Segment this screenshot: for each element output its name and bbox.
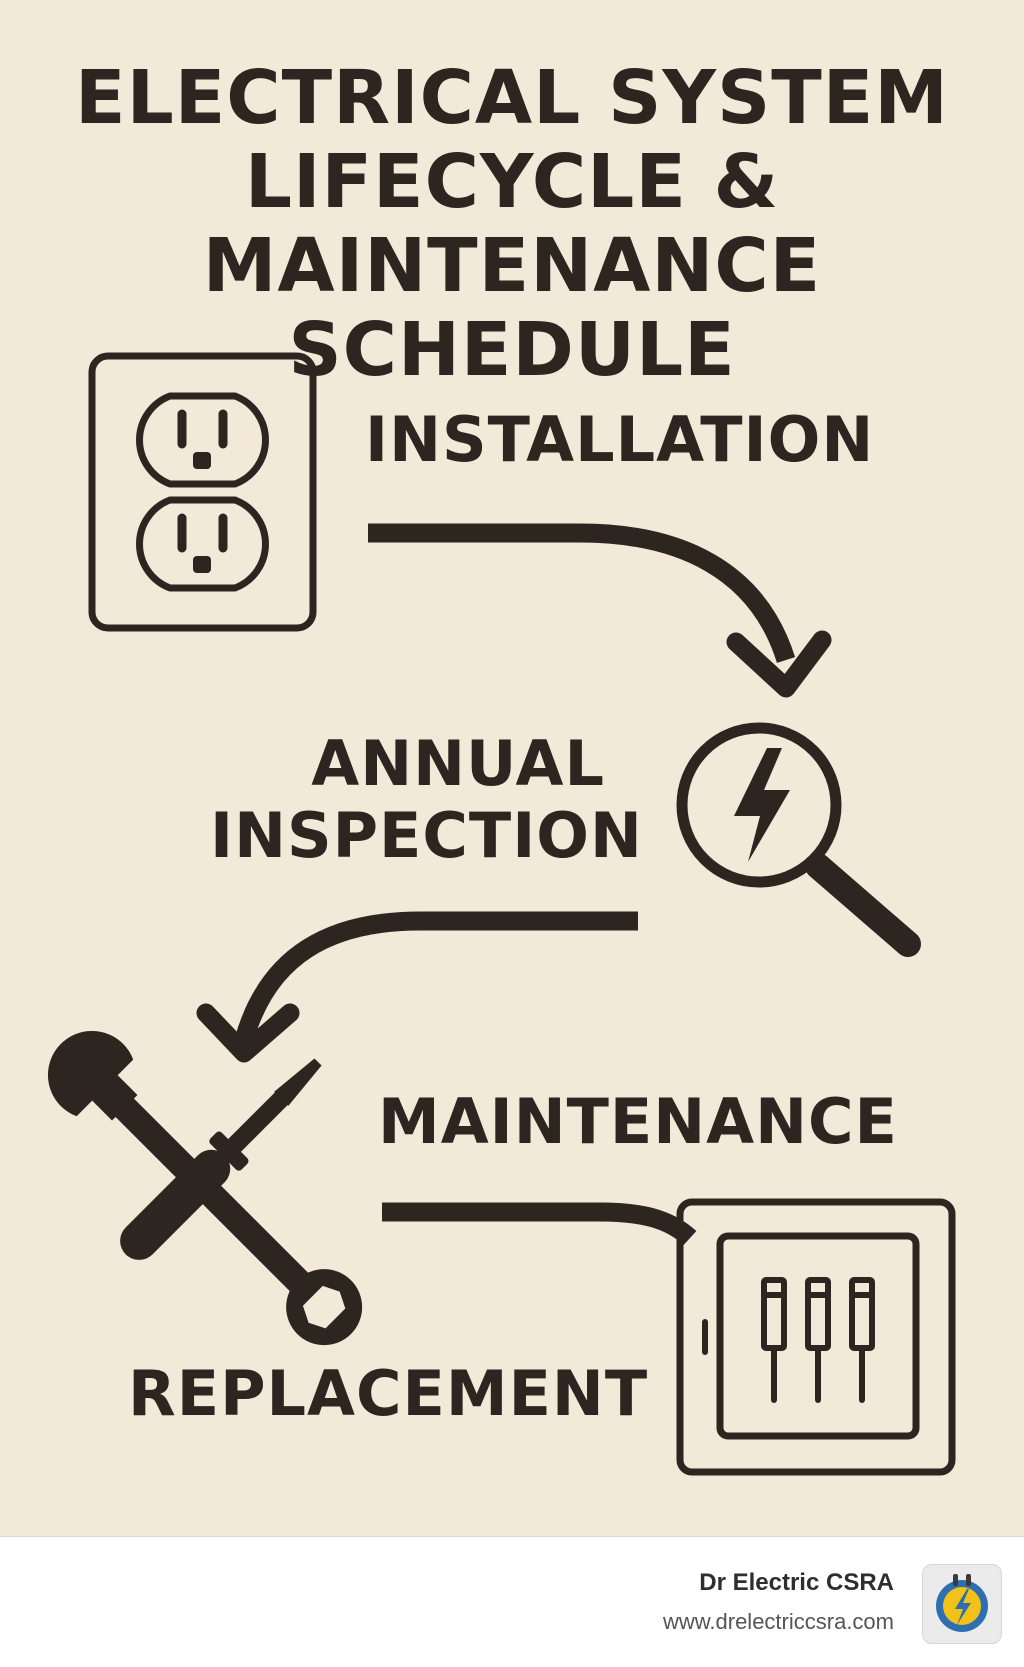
brand-url-link[interactable]: www.drelectriccsra.com [662,1609,894,1634]
page-title: ELECTRICAL SYSTEM LIFECYCLE & MAINTENANC… [0,56,1024,392]
stage-label-installation: INSTALLATION [365,403,875,476]
arrow-to-replacement [382,1202,697,1246]
title-line-3: MAINTENANCE SCHEDULE [202,223,822,393]
stage-label-inspection-line-2: INSPECTION [210,799,643,872]
title-line-2: LIFECYCLE & [244,139,780,225]
stage-label-maintenance: MAINTENANCE [378,1085,898,1158]
stage-label-replacement: REPLACEMENT [128,1357,649,1430]
outlet-icon [88,352,317,632]
title-line-1: ELECTRICAL SYSTEM [75,55,949,141]
poster: ELECTRICAL SYSTEM LIFECYCLE & MAINTENANC… [0,56,1024,1476]
breaker-panel-icon [676,1198,956,1476]
brand-name[interactable]: Dr Electric CSRA [699,1569,894,1596]
magnifier-lightning-icon [676,722,921,957]
lifecycle-diagram [47,352,956,1476]
wrench-screwdriver-icon [47,1030,363,1346]
footer: Dr Electric CSRA www.drelectriccsra.com [0,1536,1024,1667]
arrow-to-maintenance [196,911,638,1063]
stage-label-inspection-line-1: ANNUAL [311,727,605,800]
arrow-to-inspection [368,523,832,698]
stage-label-annual-inspection: ANNUAL INSPECTION [210,727,643,872]
plug-bolt-logo-icon[interactable] [922,1564,1002,1644]
